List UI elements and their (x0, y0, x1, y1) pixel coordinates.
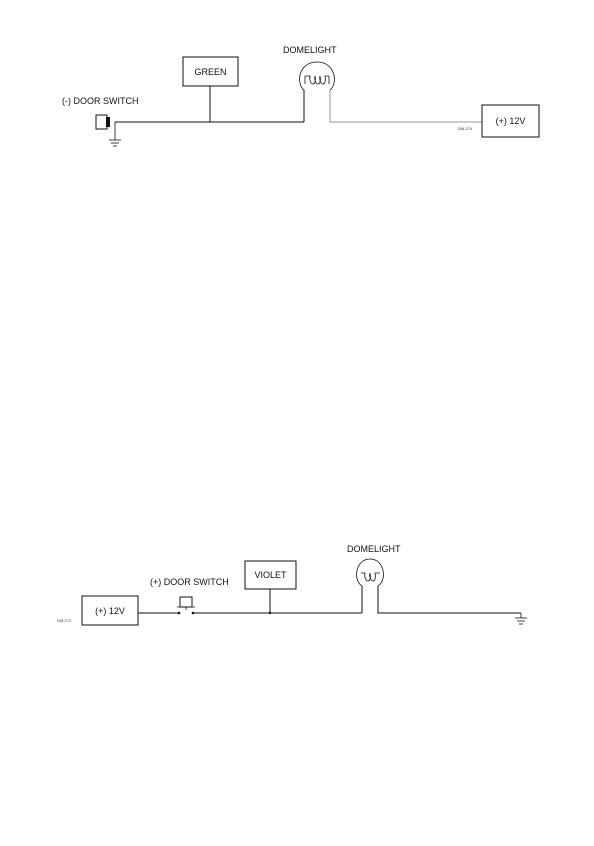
domelight-label: DOMELIGHT (283, 45, 337, 55)
diagram-ref-code: DM-272 (57, 618, 72, 623)
diagram-ref-code: DM-274 (458, 126, 473, 131)
power-source-label: (+) 12V (496, 116, 526, 126)
door-switch-icon (96, 115, 121, 146)
power-source-label: (+) 12V (95, 606, 125, 616)
domelight-bulb-icon (357, 559, 384, 586)
ground-icon (515, 613, 527, 624)
ground-wire (378, 586, 521, 613)
green-wire-label: GREEN (194, 67, 226, 77)
junction-dot (269, 612, 271, 614)
domelight-bulb-icon (300, 62, 335, 90)
diagram-positive-door-switch: (+) DOOR SWITCH DOMELIGHT (+) 12V DM-272… (57, 544, 527, 625)
door-switch-icon (177, 597, 195, 614)
violet-wire-label: VIOLET (254, 570, 287, 580)
domelight-label: DOMELIGHT (347, 544, 401, 554)
power-wire (330, 90, 482, 122)
diagram-negative-door-switch: (-) DOOR SWITCH DOMELIGHT GREEN (+) 12V … (62, 45, 539, 146)
door-switch-label: (+) DOOR SWITCH (150, 577, 229, 587)
door-switch-label: (-) DOOR SWITCH (62, 96, 139, 106)
